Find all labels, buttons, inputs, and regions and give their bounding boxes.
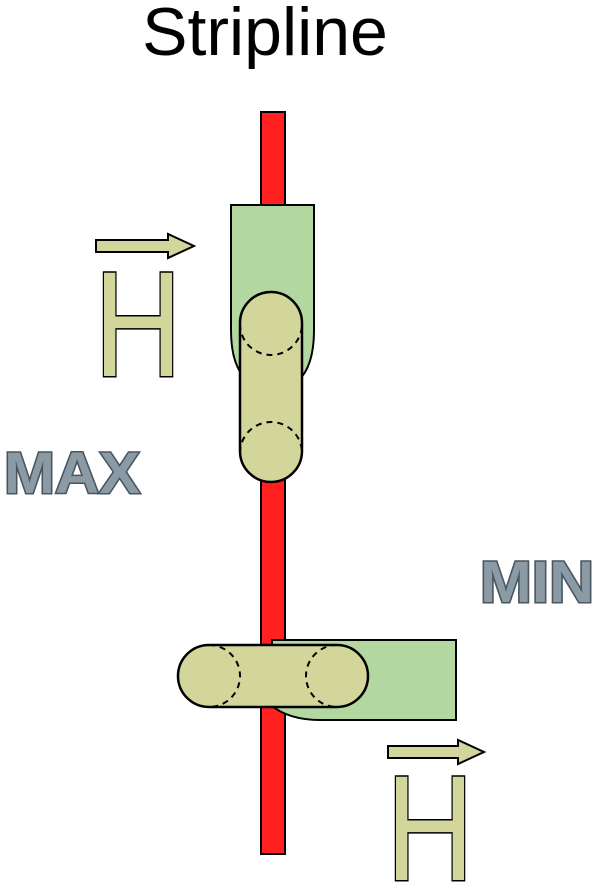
h-vector-lower: H bbox=[385, 738, 487, 886]
h-vector-upper: H bbox=[93, 232, 197, 410]
h-field-symbol-lower: H bbox=[386, 744, 474, 886]
rod-min bbox=[176, 643, 370, 709]
diagram-title: Stripline bbox=[142, 0, 388, 70]
right-arrow-icon bbox=[387, 738, 487, 766]
right-arrow-icon bbox=[95, 232, 197, 260]
max-label: MAX bbox=[4, 441, 140, 506]
rod-max bbox=[238, 290, 304, 484]
min-label: MIN bbox=[480, 550, 594, 615]
h-field-symbol-upper: H bbox=[94, 240, 182, 408]
